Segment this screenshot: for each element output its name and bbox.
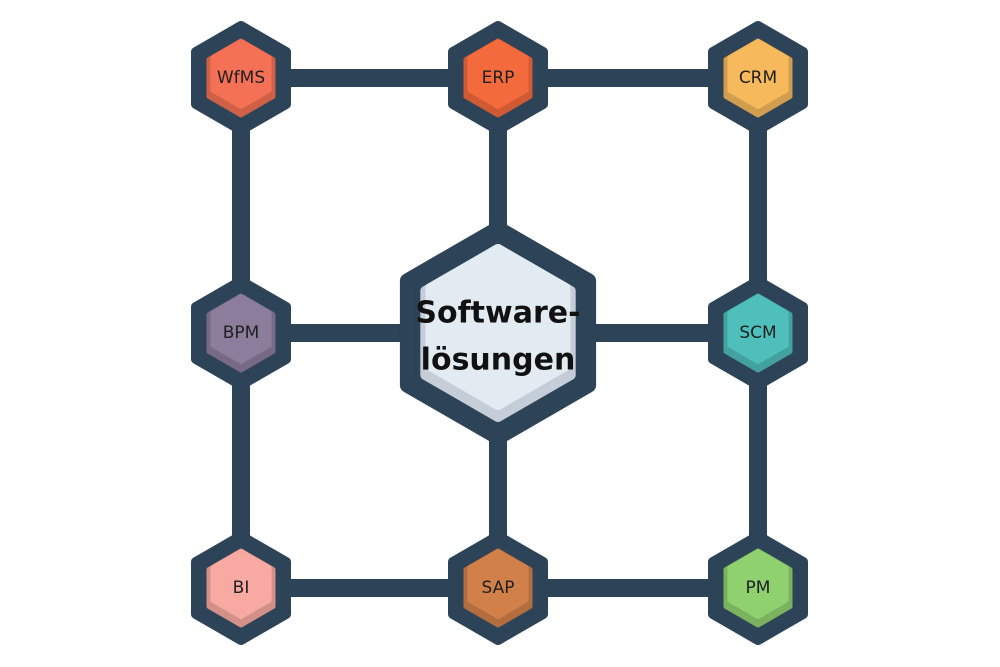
node-label: PM <box>746 578 771 598</box>
hexagon-fill <box>210 549 272 619</box>
center-label-line1: Software- <box>415 296 580 331</box>
center-label-line2: lösungen <box>421 343 576 378</box>
hexagon-fill <box>727 294 789 364</box>
node-label: CRM <box>739 68 777 88</box>
node-erp: ERP <box>448 21 548 135</box>
node-crm: CRM <box>708 21 808 135</box>
node-scm: SCM <box>708 276 808 390</box>
node-bpm: BPM <box>191 276 291 390</box>
node-label: ERP <box>482 68 515 88</box>
nodes: WfMS ERP CRM BPM SCM BI SAP PM <box>191 21 808 645</box>
hexagon-fill <box>727 39 789 109</box>
node-label: BPM <box>223 323 260 343</box>
hexagon-fill <box>467 39 529 109</box>
hexagon-fill <box>210 39 272 109</box>
node-label: SCM <box>739 323 776 343</box>
node-sap: SAP <box>448 531 548 645</box>
node-label: SAP <box>482 578 515 598</box>
hexagon-fill <box>210 294 272 364</box>
node-label: BI <box>233 578 250 598</box>
node-label: WfMS <box>217 68 265 88</box>
center-hexagon-fill <box>425 244 571 410</box>
node-wfms: WfMS <box>191 21 291 135</box>
node-bi: BI <box>191 531 291 645</box>
hexagon-fill <box>727 549 789 619</box>
node-pm: PM <box>708 531 808 645</box>
center-node: Software-lösungen <box>399 221 597 445</box>
hexagon-fill <box>467 549 529 619</box>
